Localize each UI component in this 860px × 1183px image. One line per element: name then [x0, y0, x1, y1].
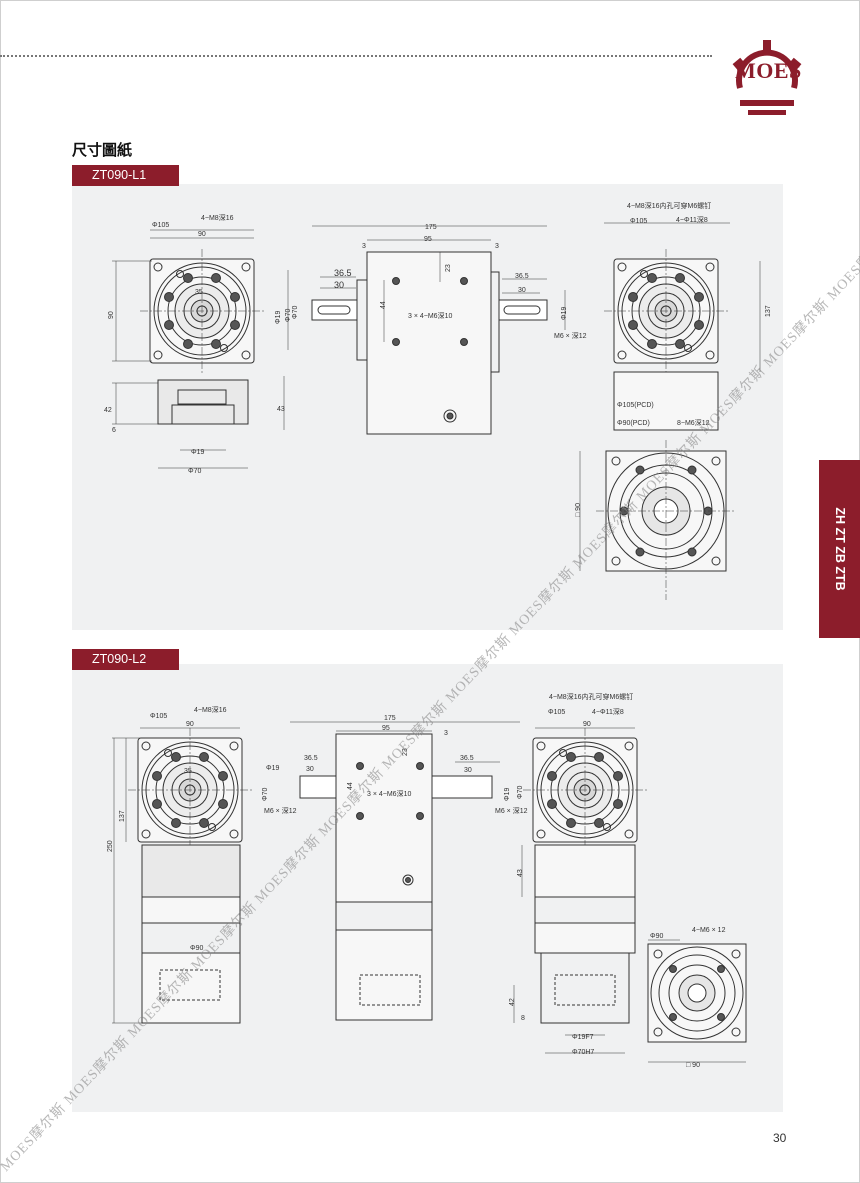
d1-right-pcd90: Φ90(PCD) — [617, 420, 650, 427]
d2-right-m8note: 4−M8深16内孔可穿M6螺钉 — [549, 692, 633, 701]
d1-center-w95: 95 — [424, 236, 432, 243]
d1-center-w365a: 36.5 — [334, 268, 352, 278]
d2-left-d105: Φ105 — [150, 713, 167, 720]
d2-left-h250: 250 — [107, 840, 114, 852]
section-title: 尺寸圖紙 — [72, 142, 133, 159]
d2-left-d70: Φ70 — [262, 788, 269, 801]
d1-center-d19: Φ19 — [561, 307, 568, 320]
d1-center-w3a: 3 — [362, 243, 366, 250]
d1-center-h44: 44 — [380, 301, 387, 309]
d1-center-w175: 175 — [425, 224, 437, 231]
d1-center-w365b: 36.5 — [515, 273, 529, 280]
d2-center-w30a: 30 — [306, 766, 314, 773]
d1-right-m8note: 4−M8深16内孔可穿M6螺钉 — [627, 201, 711, 210]
d2-right-d90: Φ90 — [650, 933, 663, 940]
d2-right-d11: 4−Φ11深8 — [592, 707, 624, 716]
d1-center-m6: M6 × 深12 — [554, 331, 587, 340]
d1-right-h137: 137 — [765, 305, 772, 317]
page-number: 30 — [773, 1131, 787, 1145]
d1-center-w30a: 30 — [334, 280, 344, 290]
model-tag-1: ZT090-L1 — [72, 165, 179, 186]
side-category-tab[interactable]: ZH ZT ZB ZTB — [819, 460, 860, 638]
d2-center-w3: 3 — [444, 730, 448, 737]
d2-right-d19f7: Φ19F7 — [572, 1034, 594, 1041]
d2-right-h43: 43 — [517, 869, 524, 877]
d1-left-b19: Φ19 — [191, 449, 204, 456]
d1-left-d35: 35 — [195, 289, 203, 296]
d1-left-b70: Φ70 — [188, 468, 201, 475]
dotted-header-line — [0, 55, 712, 57]
d1-center-d70: Φ70 — [292, 306, 299, 319]
d1-right-sq90: □ 90 — [575, 503, 582, 517]
d2-right-h8: 8 — [521, 1015, 525, 1022]
d1-left-h42: 42 — [104, 407, 112, 414]
d1-right-d105: Φ105 — [630, 218, 647, 225]
d2-center-d70: Φ70 — [517, 786, 524, 799]
model-tag-2: ZT090-L2 — [72, 649, 179, 670]
d1-center-h23: 23 — [445, 264, 452, 272]
logo-text: MOES — [735, 58, 802, 83]
d1-center-holes: 3 × 4−M6深10 — [408, 311, 452, 320]
d2-left-d19: Φ19 — [266, 765, 279, 772]
d1-left-d105: Φ105 — [152, 222, 169, 229]
d1-right-m6: 8−M6深12 — [677, 418, 710, 427]
d2-right-h42: 42 — [509, 998, 516, 1006]
d2-center-holes: 3 × 4−M6深10 — [367, 789, 411, 798]
d2-left-w90: 90 — [186, 721, 194, 728]
d1-left-m8: 4−M8深16 — [201, 213, 234, 222]
d1-left-d19: Φ19 — [275, 311, 282, 324]
d2-center-m6: M6 × 深12 — [495, 806, 528, 815]
d1-right-d11: 4−Φ11深8 — [676, 215, 708, 224]
d2-center-w30b: 30 — [464, 767, 472, 774]
d2-left-h137: 137 — [119, 810, 126, 822]
d2-center-h44: 44 — [347, 782, 354, 790]
d1-left-h90: 90 — [108, 311, 115, 319]
moes-gear-logo — [732, 40, 802, 115]
d2-left-d35: 35 — [184, 768, 192, 775]
d1-center-w3b: 3 — [495, 243, 499, 250]
d2-left-m8: 4−M8深16 — [194, 705, 227, 714]
d1-center-w30b: 30 — [518, 287, 526, 294]
d1-left-w90: 90 — [198, 231, 206, 238]
d2-center-w365a: 36.5 — [304, 755, 318, 762]
d2-right-d70h7: Φ70H7 — [572, 1049, 594, 1056]
d1-left-h6: 6 — [112, 427, 116, 434]
d1-left-d70: Φ70 — [285, 309, 292, 322]
d2-center-d19: Φ19 — [504, 788, 511, 801]
d2-center-w365b: 36.5 — [460, 755, 474, 762]
d2-center-h23: 23 — [402, 748, 409, 756]
d2-center-w95: 95 — [382, 725, 390, 732]
d2-right-w90: 90 — [583, 721, 591, 728]
d1-left-h43: 43 — [277, 406, 285, 413]
d2-center-w175: 175 — [384, 715, 396, 722]
d2-left-d90: Φ90 — [190, 945, 203, 952]
d1-right-pcd105: Φ105(PCD) — [617, 402, 654, 409]
d2-right-d105: Φ105 — [548, 709, 565, 716]
d2-right-m6: 4−M6 × 12 — [692, 927, 726, 934]
d2-right-sq90: □ 90 — [686, 1062, 700, 1069]
d2-left-m6: M6 × 深12 — [264, 806, 297, 815]
